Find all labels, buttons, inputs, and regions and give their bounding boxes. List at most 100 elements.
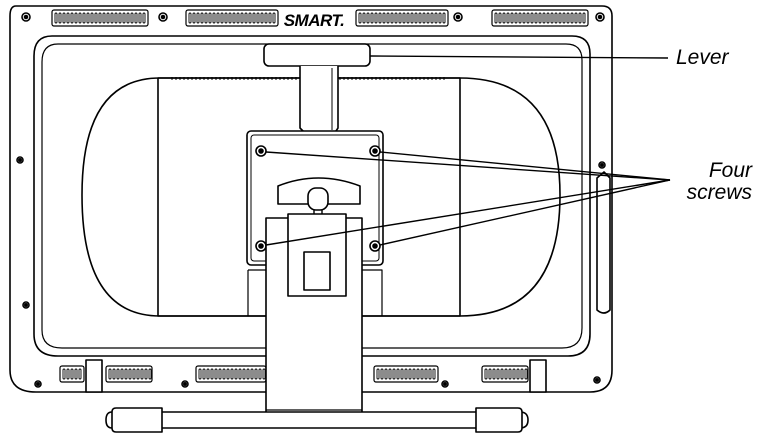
vent-slot bbox=[272, 12, 276, 24]
vent-slot bbox=[102, 12, 106, 24]
vent-slot bbox=[198, 368, 202, 380]
top-vent-left bbox=[51, 9, 149, 27]
vent-slot bbox=[74, 368, 78, 380]
vent-slot bbox=[244, 12, 248, 24]
vent-slot bbox=[542, 12, 546, 24]
vent-slot bbox=[132, 368, 136, 380]
vent-slot bbox=[220, 12, 224, 24]
vent-slot bbox=[126, 12, 130, 24]
vent-slot bbox=[366, 12, 370, 24]
stand-slot bbox=[303, 251, 331, 291]
vent-slot bbox=[390, 12, 394, 24]
vent-slot bbox=[128, 368, 132, 380]
hinge-knob bbox=[307, 187, 329, 211]
vent-slot bbox=[196, 12, 200, 24]
vent-slot bbox=[500, 368, 504, 380]
vent-slot bbox=[136, 368, 140, 380]
vent-slot bbox=[246, 368, 250, 380]
vent-slot bbox=[550, 12, 554, 24]
vent-slot bbox=[522, 12, 526, 24]
vent-slot bbox=[108, 368, 112, 380]
vent-slot bbox=[212, 12, 216, 24]
vent-slot bbox=[70, 12, 74, 24]
vent-slot bbox=[438, 12, 442, 24]
vent-slot bbox=[214, 368, 218, 380]
top-vent-middle bbox=[185, 9, 279, 27]
vent-slot bbox=[546, 12, 550, 24]
vent-slot bbox=[228, 12, 232, 24]
vent-slot bbox=[396, 368, 400, 380]
vent-slot bbox=[498, 12, 502, 24]
vent-slot bbox=[376, 368, 380, 380]
vent-slot bbox=[222, 368, 226, 380]
vent-slot bbox=[112, 368, 116, 380]
vent-slot bbox=[264, 12, 268, 24]
vent-slot bbox=[392, 368, 396, 380]
vent-slot bbox=[382, 12, 386, 24]
vent-slot bbox=[236, 12, 240, 24]
vent-slot bbox=[192, 12, 196, 24]
vent-slot bbox=[188, 12, 192, 24]
vent-slot bbox=[70, 368, 74, 380]
vent-slot bbox=[66, 12, 70, 24]
vent-slot bbox=[94, 12, 98, 24]
vent-slot bbox=[232, 12, 236, 24]
vent-slot bbox=[494, 12, 498, 24]
screw-leader bbox=[265, 151, 671, 181]
vent-slot bbox=[226, 368, 230, 380]
screw-leader bbox=[379, 179, 671, 246]
vent-slot bbox=[492, 368, 496, 380]
vent-slot bbox=[518, 12, 522, 24]
vent-slot bbox=[268, 12, 272, 24]
vent-slot bbox=[526, 12, 530, 24]
vent-slot bbox=[442, 12, 446, 24]
vent-slot bbox=[240, 12, 244, 24]
vent-slot bbox=[516, 368, 520, 380]
screw bbox=[369, 240, 381, 252]
vent-slot bbox=[74, 12, 78, 24]
vent-slot bbox=[434, 12, 438, 24]
vent-slot bbox=[404, 368, 408, 380]
vent-slot bbox=[512, 368, 516, 380]
vent-slot bbox=[138, 12, 142, 24]
vent-slot bbox=[410, 12, 414, 24]
vent-slot bbox=[504, 368, 508, 380]
vent-slot bbox=[216, 12, 220, 24]
lever-label: Lever bbox=[676, 46, 729, 69]
vent-slot bbox=[90, 12, 94, 24]
stand-base-bar bbox=[105, 411, 529, 429]
vent-slot bbox=[510, 12, 514, 24]
vent-slot bbox=[570, 12, 574, 24]
vent-slot bbox=[208, 12, 212, 24]
vent-slot bbox=[412, 368, 416, 380]
vent-slot bbox=[238, 368, 242, 380]
vent-slot bbox=[204, 12, 208, 24]
vent-slot bbox=[258, 368, 262, 380]
vent-slot bbox=[148, 368, 152, 380]
base-end-cap-right bbox=[475, 407, 523, 433]
callout-leaders bbox=[265, 55, 671, 246]
vent-slot bbox=[538, 12, 542, 24]
bottom-vent-right-b bbox=[481, 365, 529, 383]
vent-slot bbox=[574, 12, 578, 24]
vent-slot bbox=[388, 368, 392, 380]
vent-slot bbox=[398, 12, 402, 24]
vent-slot bbox=[82, 12, 86, 24]
bottom-vent-right-a bbox=[373, 365, 439, 383]
vent-slot bbox=[374, 12, 378, 24]
vent-slot bbox=[408, 368, 412, 380]
vent-slot bbox=[520, 368, 524, 380]
vent-slot bbox=[566, 12, 570, 24]
bottom-vent-middle bbox=[195, 365, 267, 383]
vent-slot bbox=[124, 368, 128, 380]
vent-slot bbox=[370, 12, 374, 24]
vent-slot bbox=[200, 12, 204, 24]
vent-slot bbox=[218, 368, 222, 380]
vent-slot bbox=[386, 12, 390, 24]
vent-slot bbox=[78, 12, 82, 24]
vent-slot bbox=[414, 12, 418, 24]
vent-slot bbox=[98, 12, 102, 24]
vent-slot bbox=[118, 12, 122, 24]
